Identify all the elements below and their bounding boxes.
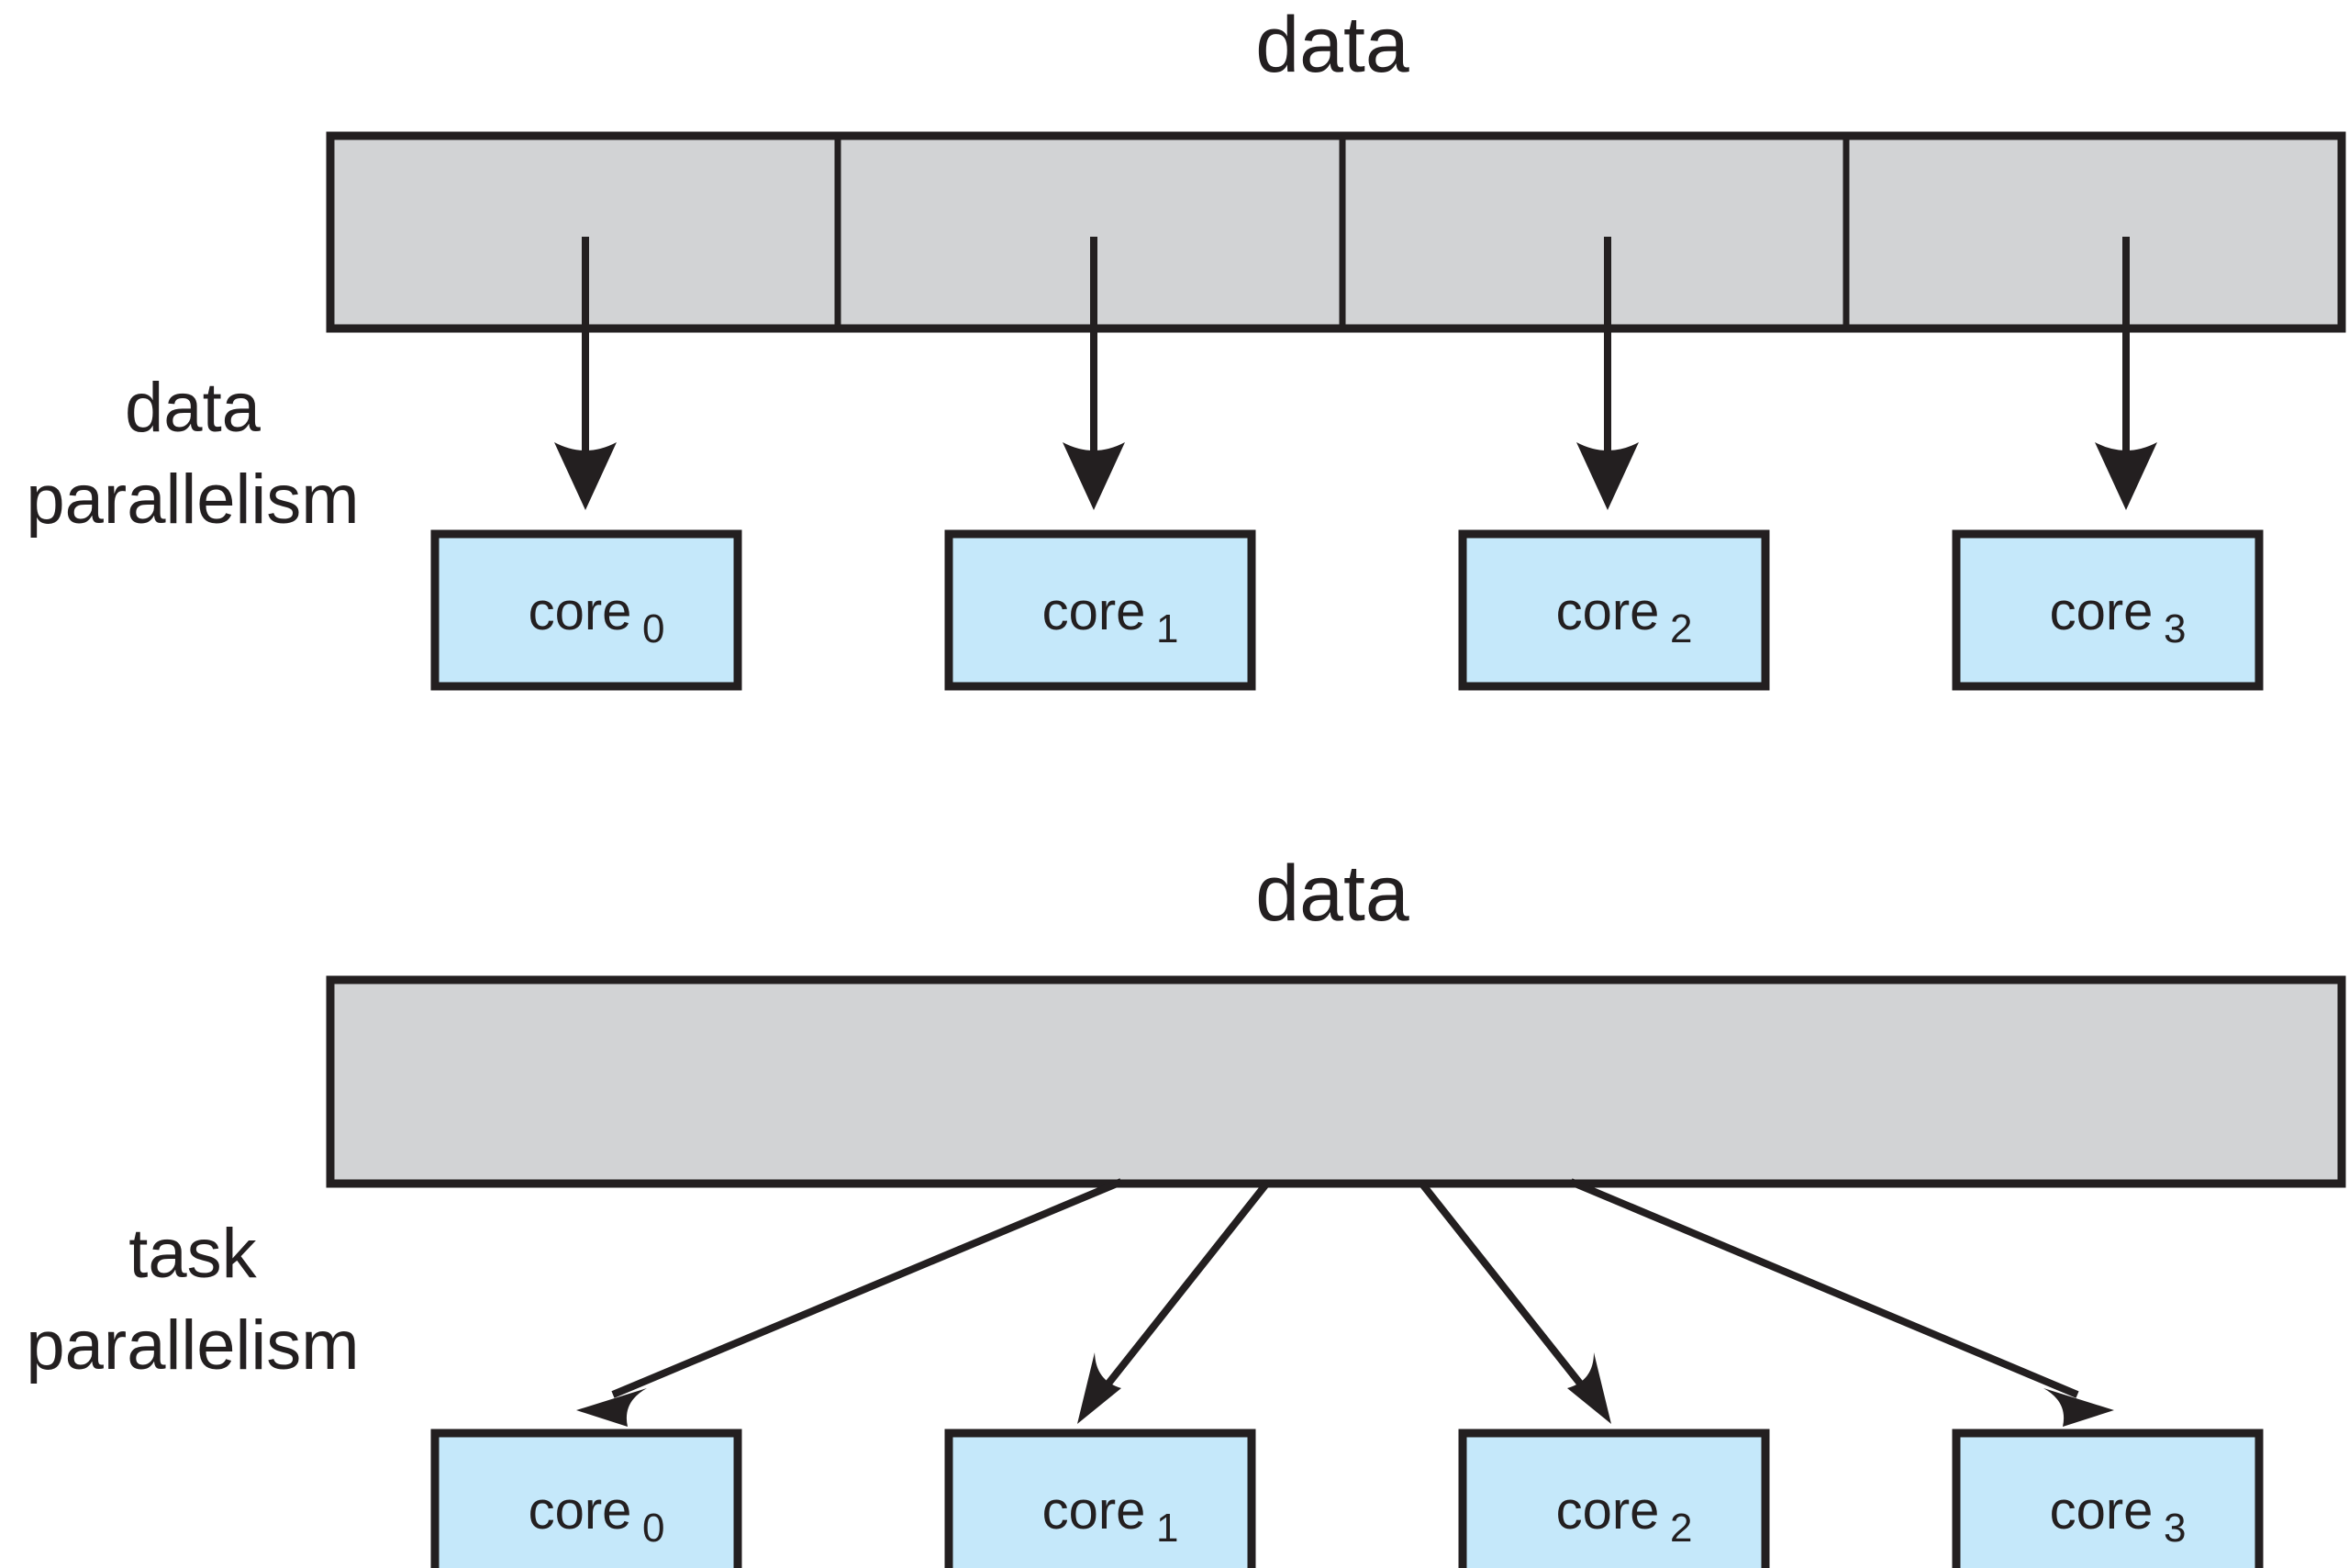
top-core-box-2[interactable]: core 2 xyxy=(1458,529,1770,691)
top-core-1-index: 1 xyxy=(1156,606,1178,651)
top-core-box-1[interactable]: core 1 xyxy=(944,529,1256,691)
bottom-core-0-index: 0 xyxy=(642,1506,664,1551)
bottom-core-1-label: core xyxy=(1042,1481,1146,1540)
top-arrow-2 xyxy=(1576,237,1639,510)
bottom-core-box-1[interactable]: core 1 xyxy=(944,1429,1256,1568)
bottom-core-box-3[interactable]: core 3 xyxy=(1952,1429,2264,1568)
bottom-core-3-label: core xyxy=(2050,1481,2154,1540)
bottom-data-bar xyxy=(326,975,2346,1188)
top-core-1-label: core xyxy=(1042,582,1146,641)
bottom-arrow-0 xyxy=(576,1178,1123,1427)
bottom-arrow-3 xyxy=(1569,1178,2114,1427)
top-core-box-3[interactable]: core 3 xyxy=(1952,529,2264,691)
bottom-core-3-index: 3 xyxy=(2164,1506,2186,1551)
bottom-core-box-0[interactable]: core 0 xyxy=(430,1429,742,1568)
bottom-arrow-1 xyxy=(1077,1179,1272,1424)
top-core-box-0[interactable]: core 0 xyxy=(430,529,742,691)
top-core-0-label: core xyxy=(529,582,632,641)
top-arrow-0 xyxy=(554,237,617,510)
task-parallelism-label-line1: task xyxy=(128,1215,257,1293)
top-arrow-1 xyxy=(1063,237,1125,510)
top-core-2-label: core xyxy=(1556,582,1660,641)
top-data-bar xyxy=(326,131,2346,333)
top-arrow-3 xyxy=(2095,237,2157,510)
data-parallelism-label-line1: data xyxy=(125,369,262,447)
bottom-core-1-index: 1 xyxy=(1156,1506,1178,1551)
top-core-3-index: 3 xyxy=(2164,606,2186,651)
bottom-core-2-index: 2 xyxy=(1670,1506,1692,1551)
top-core-2-index: 2 xyxy=(1670,606,1692,651)
top-data-title: data xyxy=(1255,1,1409,89)
bottom-data-title: data xyxy=(1255,850,1409,938)
top-core-3-label: core xyxy=(2050,582,2154,641)
bottom-arrow-2 xyxy=(1417,1179,1611,1424)
bottom-core-2-label: core xyxy=(1556,1481,1660,1540)
top-core-0-index: 0 xyxy=(642,606,664,651)
task-parallelism-label-line2: parallelism xyxy=(26,1307,359,1385)
bottom-core-0-label: core xyxy=(529,1481,632,1540)
bottom-core-box-2[interactable]: core 2 xyxy=(1458,1429,1770,1568)
data-parallelism-label-line2: parallelism xyxy=(26,461,359,539)
